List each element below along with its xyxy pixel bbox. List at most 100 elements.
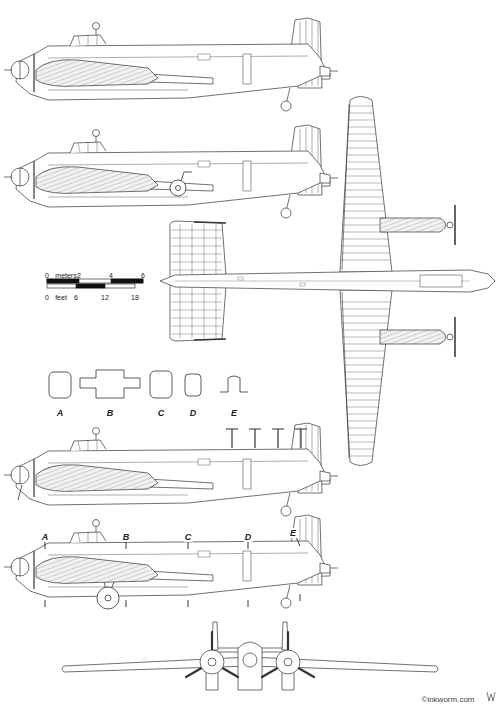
- drawing-stroke: [346, 393, 380, 394]
- drawing-stroke: [345, 379, 381, 380]
- drawing-stroke: [18, 485, 22, 500]
- label-holder: E: [231, 403, 237, 419]
- label-holder: 0: [45, 287, 49, 303]
- side-view-3: [4, 423, 338, 516]
- scale-number: 6: [141, 272, 145, 279]
- drawing-stroke: [172, 302, 222, 303]
- scale-bar: [47, 279, 143, 288]
- drawing-stroke: [172, 254, 222, 255]
- drawing-stroke: [342, 323, 388, 324]
- drawing-stroke: [347, 407, 379, 408]
- drawing-stroke: [349, 442, 374, 443]
- drawing-stroke: [45, 541, 248, 549]
- section-letter: B: [107, 408, 114, 418]
- drawing-stroke: [344, 204, 384, 205]
- drawing-stroke: [170, 180, 186, 196]
- drawing-stroke: [380, 330, 446, 344]
- drawing-stroke: [350, 456, 373, 457]
- drawing-stroke: [344, 358, 384, 359]
- drawing-stroke: [420, 275, 462, 287]
- drawing-stroke: [172, 334, 222, 335]
- drawing-stroke: [172, 246, 222, 247]
- drawing-stroke: [238, 642, 262, 690]
- drawing-stroke: [172, 270, 222, 271]
- plan-view: [160, 97, 495, 466]
- scale-number: 0: [45, 294, 49, 301]
- scale-number: 12: [101, 294, 109, 301]
- drawing-stroke: [172, 310, 222, 311]
- drawing-stroke: [172, 262, 222, 263]
- drawing-stroke: [342, 316, 389, 317]
- drawing-stroke: [208, 658, 216, 666]
- scale-number: 2: [77, 272, 81, 279]
- scale-number: 18: [131, 294, 139, 301]
- drawing-stroke: [349, 449, 373, 450]
- label-holder: 18: [131, 287, 139, 303]
- label-holder: D: [244, 527, 253, 543]
- drawing-stroke: [226, 429, 238, 448]
- drawing-stroke: [4, 423, 338, 516]
- drawing-stroke: [111, 279, 143, 283]
- drawing-stroke: [262, 632, 314, 677]
- section-letter: C: [158, 408, 165, 418]
- label-holder: 0: [45, 265, 49, 281]
- section-letter: A: [57, 408, 64, 418]
- label-holder: 6: [74, 287, 78, 303]
- label-holder: E: [289, 523, 297, 539]
- front-view: [62, 622, 438, 690]
- drawing-stroke: [300, 283, 305, 286]
- label-holder: A: [57, 403, 64, 419]
- scale-unit: meters: [55, 272, 76, 279]
- drawing-stroke: [342, 292, 349, 458]
- drawing-stroke: [220, 376, 248, 392]
- drawing-stroke: [380, 218, 446, 232]
- drawing-stroke: [172, 326, 222, 327]
- drawing-stroke: [172, 230, 222, 231]
- drawing-stroke: [344, 211, 385, 212]
- drawing-stroke: [454, 205, 456, 357]
- drawing-stroke: [296, 537, 300, 546]
- drawing-stroke: [105, 595, 111, 601]
- drawing-stroke: [349, 113, 373, 114]
- drawing-stroke: [200, 650, 224, 674]
- drawing-stroke: [47, 279, 79, 283]
- label-holder: B: [107, 403, 114, 419]
- drawing-stroke: [350, 106, 373, 107]
- drawing-stroke: [97, 587, 119, 609]
- drawing-stroke: [186, 632, 238, 677]
- section-ticks: [45, 537, 300, 607]
- section-letter: D: [190, 408, 197, 418]
- drawing-stroke: [80, 370, 140, 398]
- scale-number: 6: [74, 294, 78, 301]
- drawing-stroke: [272, 429, 284, 448]
- label-holder: B: [122, 527, 131, 543]
- drawing-stroke: [346, 162, 379, 163]
- drawing-stroke: [343, 218, 386, 219]
- drawing-stroke: [47, 279, 143, 283]
- drawing-stroke: [346, 400, 379, 401]
- drawing-stroke: [487, 692, 495, 701]
- drawing-stroke: [345, 183, 381, 184]
- label-holder: A: [41, 527, 50, 543]
- drawing-stroke: [346, 169, 380, 170]
- drawing-stroke: [346, 386, 381, 387]
- drawing-stroke: [172, 318, 222, 319]
- drawing-stroke: [249, 429, 261, 448]
- drawing-stroke: [345, 190, 383, 191]
- drawing-stroke: [341, 260, 391, 261]
- drawing-stroke: [447, 334, 453, 340]
- watermark-logo: [487, 692, 495, 701]
- scale-number: 0: [45, 272, 49, 279]
- drawing-stroke: [238, 277, 243, 280]
- drawing-stroke: [150, 371, 172, 398]
- drawing-stroke: [346, 176, 381, 177]
- drawing-stroke: [345, 372, 383, 373]
- drawing-stroke: [347, 414, 377, 415]
- drawing-stroke: [186, 632, 314, 677]
- drawing-stroke: [4, 125, 338, 218]
- drawing-stroke: [160, 270, 495, 292]
- drawing-stroke: [348, 141, 377, 142]
